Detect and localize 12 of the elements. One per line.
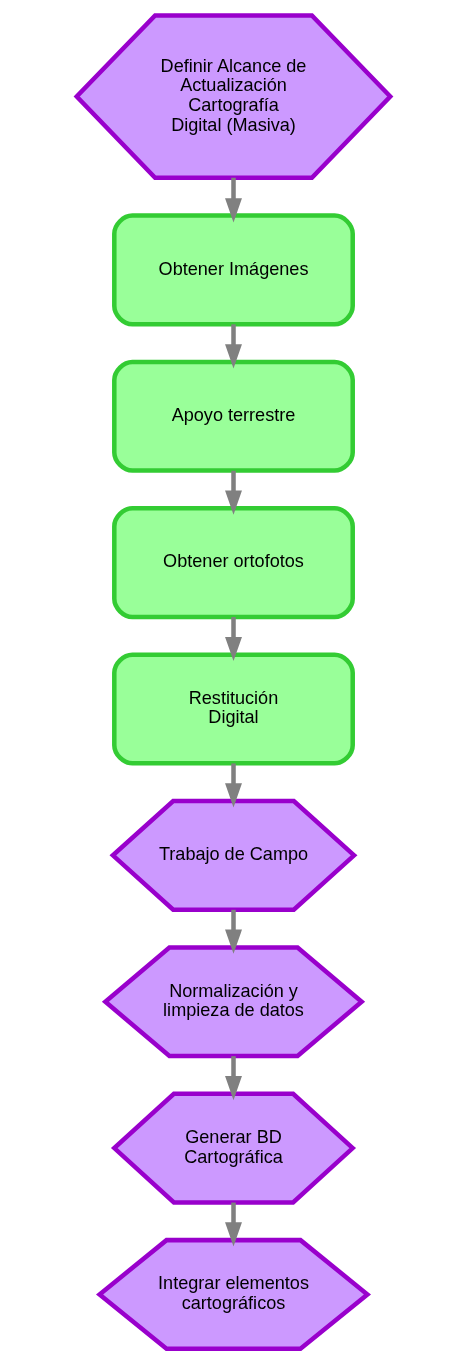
arrow xyxy=(225,617,242,662)
node-box: Restitución Digital xyxy=(112,652,355,766)
arrow xyxy=(225,177,242,223)
arrow xyxy=(225,470,242,515)
arrow xyxy=(225,1056,242,1101)
arrow xyxy=(225,763,242,808)
node-box: Obtener ortofotos xyxy=(112,506,355,620)
arrow xyxy=(225,909,242,954)
arrow xyxy=(225,1202,242,1247)
node-box: Apoyo terrestre xyxy=(112,359,355,473)
arrow xyxy=(225,324,242,369)
node-box: Obtener Imágenes xyxy=(112,213,355,327)
